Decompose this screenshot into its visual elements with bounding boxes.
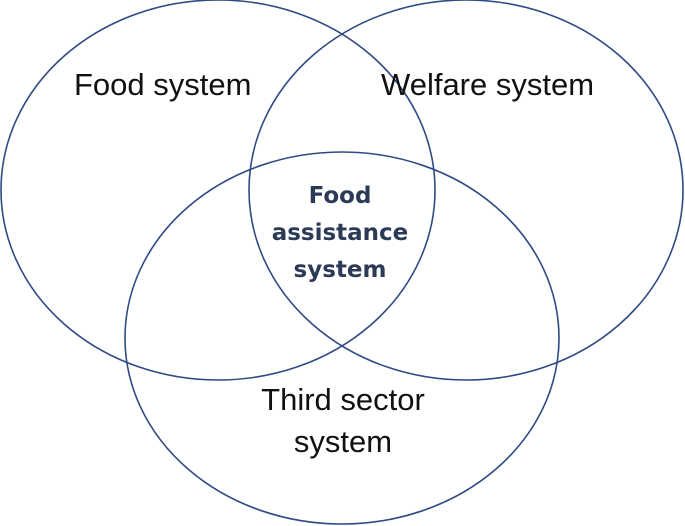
center-line-1: Food <box>308 183 372 209</box>
food-system-label: Food system <box>74 67 252 102</box>
third-sector-line-1: Third sector <box>261 382 425 417</box>
third-sector-system-circle <box>124 151 560 525</box>
welfare-system-label: Welfare system <box>381 67 595 102</box>
welfare-system-circle <box>248 0 684 381</box>
third-sector-line-2: system <box>293 424 393 459</box>
food-assistance-system-label: Food assistance system <box>240 178 440 289</box>
third-sector-system-label: Third sector system <box>213 382 473 460</box>
food-system-circle <box>0 0 436 381</box>
center-line-2: assistance <box>271 220 409 246</box>
center-line-3: system <box>293 257 387 283</box>
